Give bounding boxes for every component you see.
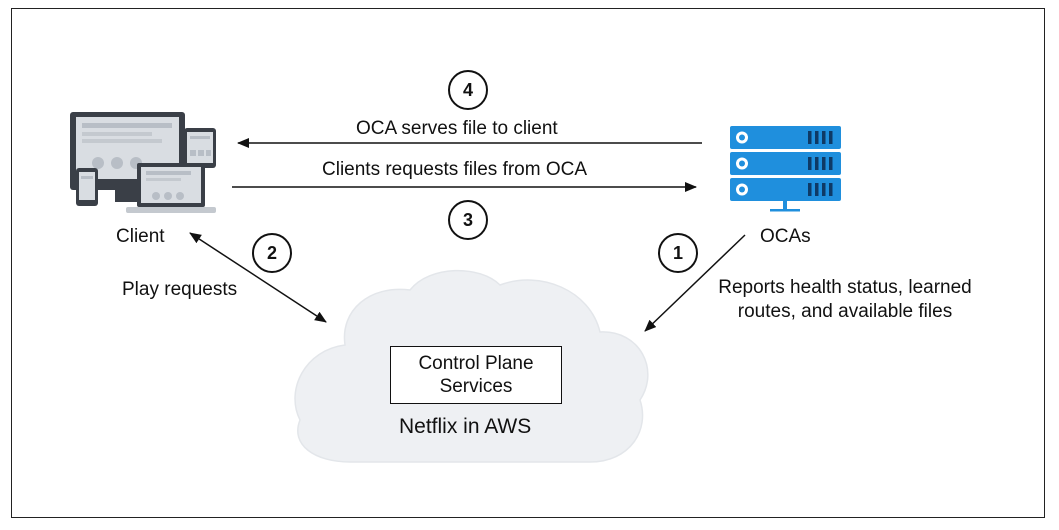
- diagram-frame: [11, 8, 1045, 518]
- label-reports-line2: routes, and available files: [737, 301, 953, 322]
- label-netflix-aws: Netflix in AWS: [399, 415, 532, 438]
- arrow-play-requests: [189, 232, 327, 323]
- control-plane-line2: Services: [439, 376, 513, 397]
- label-play-requests: Play requests: [122, 279, 238, 300]
- label-client: Client: [116, 226, 165, 247]
- step-badge-4: 4: [448, 70, 488, 110]
- label-ocas: OCAs: [760, 226, 811, 247]
- control-plane-box: Control Plane Services: [390, 346, 562, 404]
- control-plane-line1: Control Plane: [418, 353, 534, 374]
- step-badge-3: 3: [448, 200, 488, 240]
- arrow-reports: [644, 234, 746, 332]
- label-client-requests: Clients requests files from OCA: [322, 159, 588, 180]
- label-reports: Reports health status, learned routes, a…: [700, 276, 990, 324]
- step-badge-1: 1: [658, 233, 698, 273]
- step-badge-2: 2: [252, 233, 292, 273]
- devices-icon: [70, 112, 216, 213]
- label-oca-serves: OCA serves file to client: [356, 118, 558, 139]
- label-reports-line1: Reports health status, learned: [718, 277, 972, 298]
- server-rack-icon: [730, 126, 841, 212]
